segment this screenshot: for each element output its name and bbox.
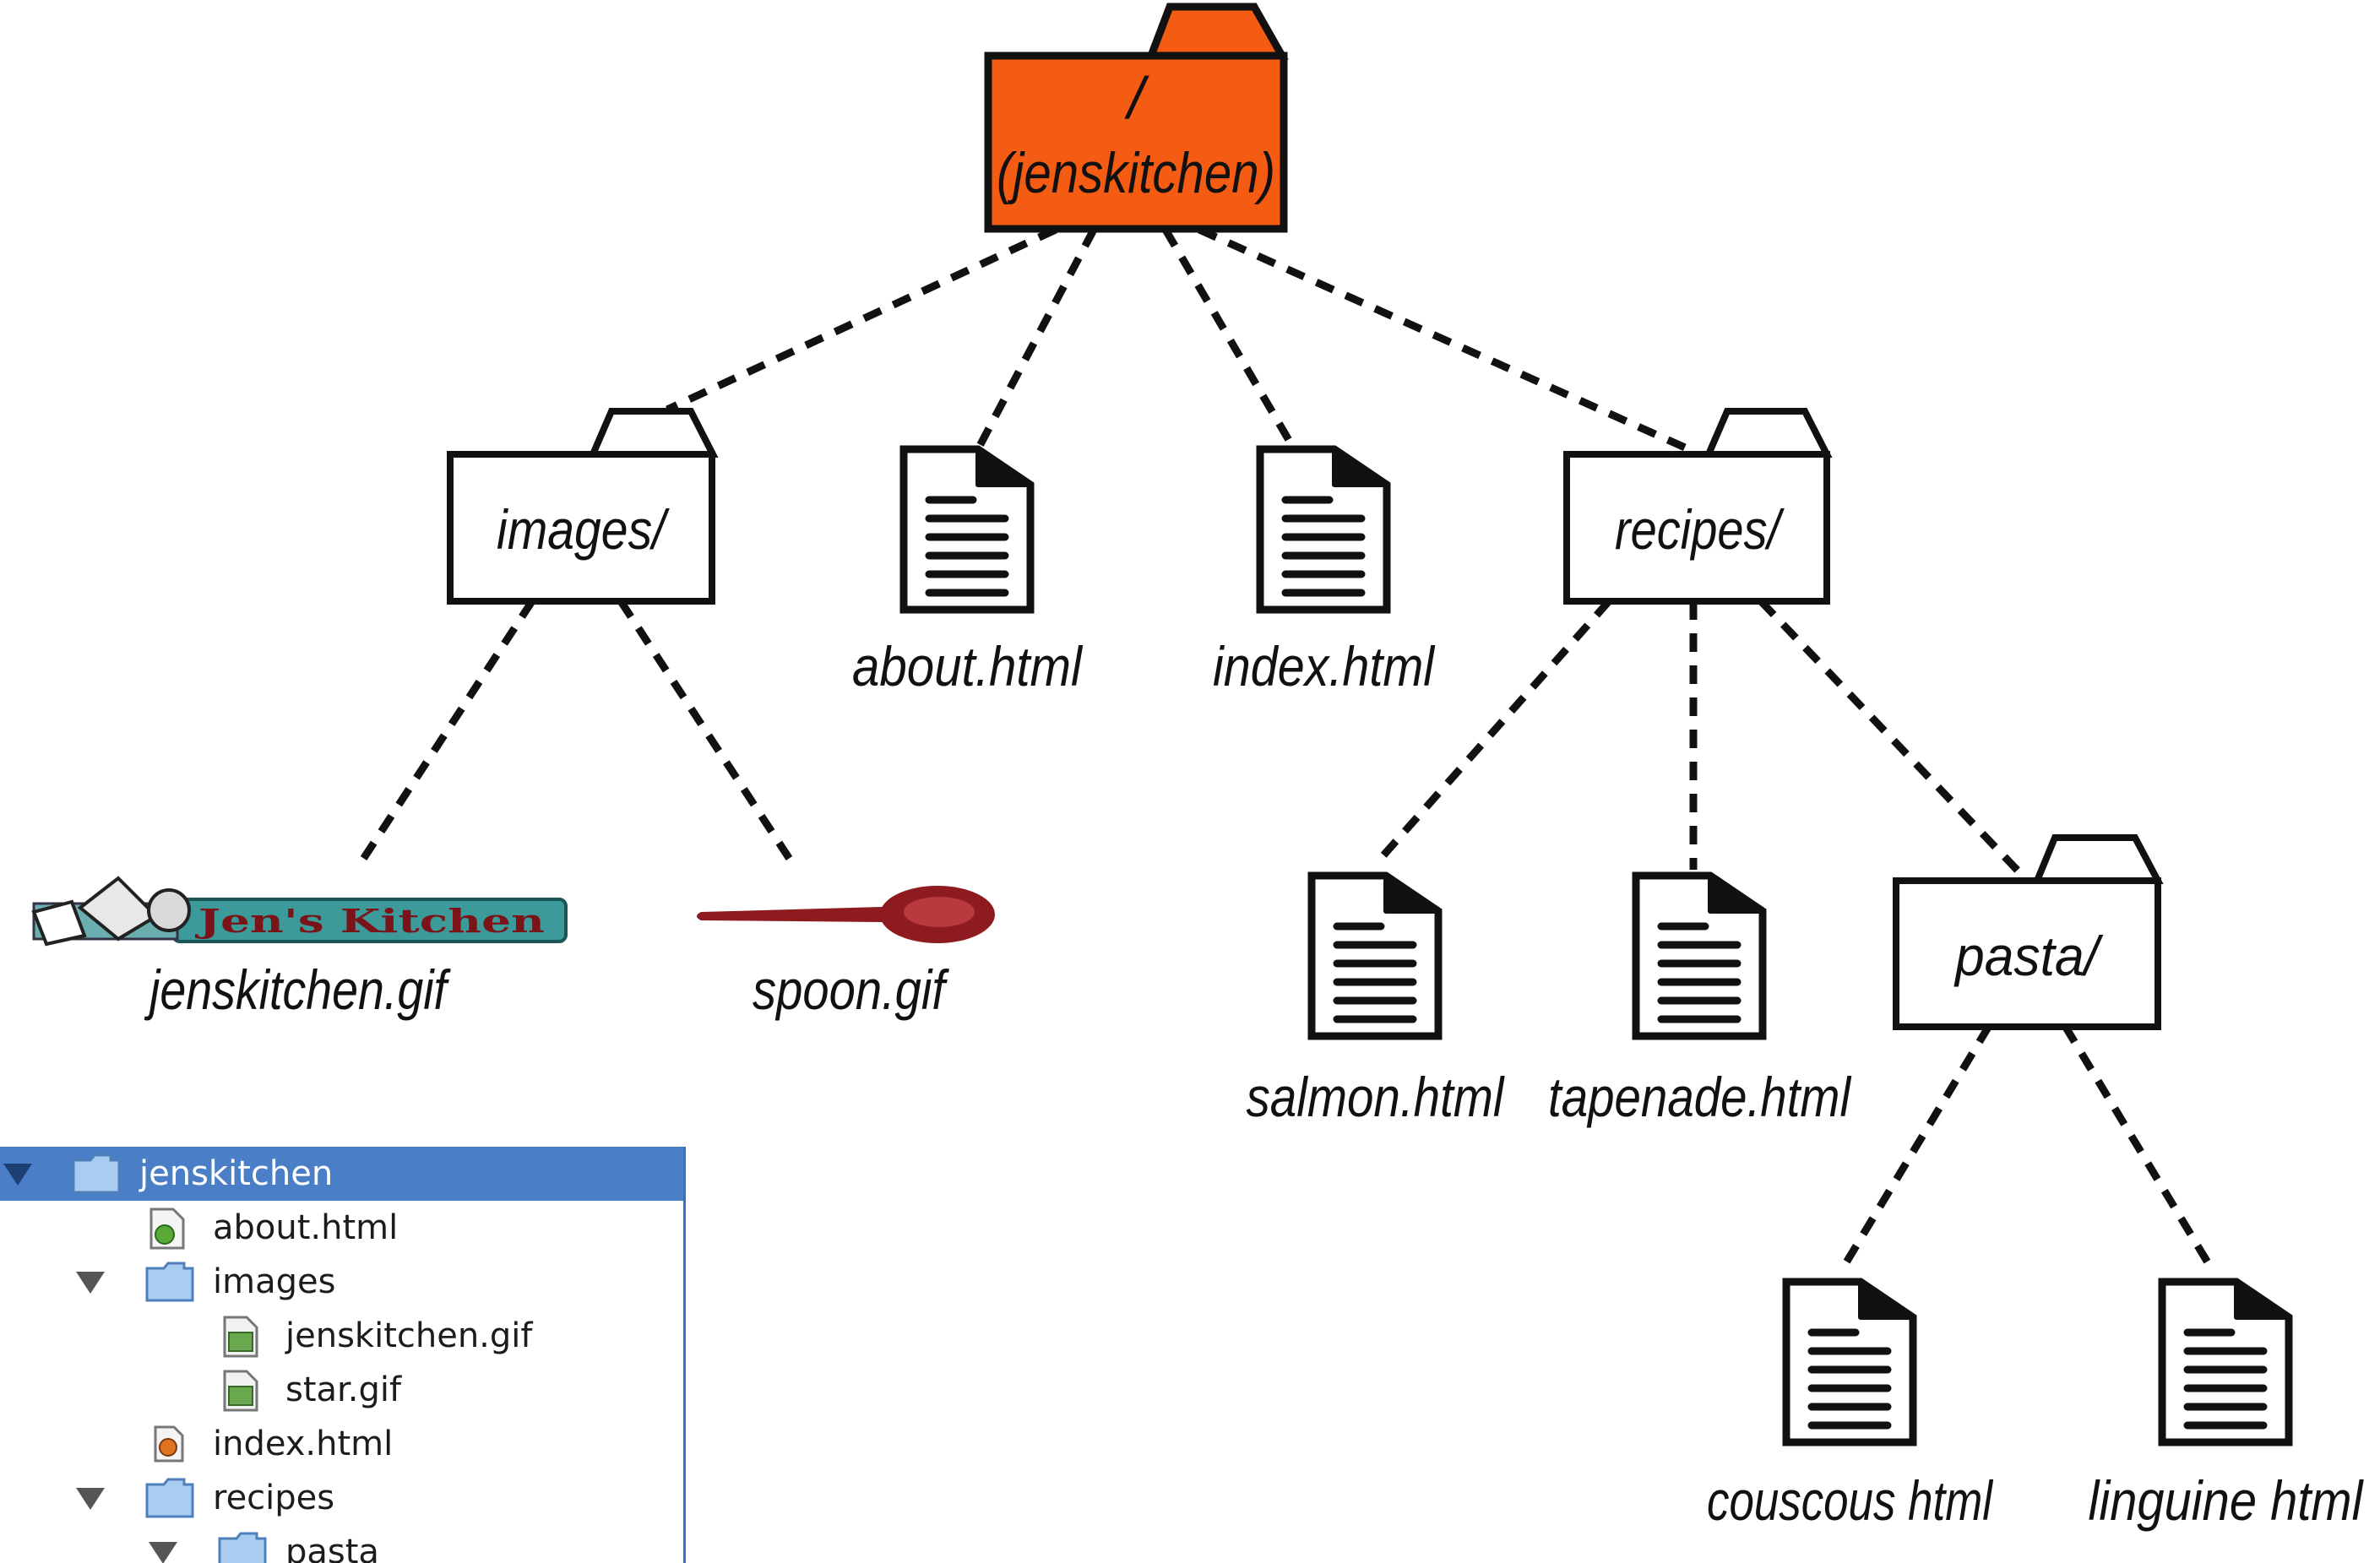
jenskitchen-gif-label: jenskitchen.gif xyxy=(144,958,451,1021)
tapenade-html-label: tapenade.html xyxy=(1548,1066,1852,1128)
folder-icon xyxy=(587,408,719,458)
folder-icon xyxy=(1145,3,1289,60)
jens-kitchen-logo-text: Jen's Kitchen xyxy=(195,902,545,940)
recipes-folder: recipes/ xyxy=(1563,408,1833,605)
connector-lines xyxy=(356,225,2216,1273)
disclosure-triangle-icon[interactable] xyxy=(76,1272,105,1294)
images-folder-label: images/ xyxy=(497,498,671,561)
spoon-gif-node: spoon.gif xyxy=(697,886,995,1021)
tree-row-index-html[interactable]: index.html xyxy=(0,1417,683,1471)
jens-kitchen-logo: Jen's Kitchen xyxy=(31,876,568,947)
images-folder: images/ xyxy=(447,408,719,605)
connector-root-index xyxy=(1162,227,1296,448)
connector-root-recipes xyxy=(1198,225,1687,452)
recipes-folder-label: recipes/ xyxy=(1615,498,1785,561)
tree-row-about-html[interactable]: about.html xyxy=(0,1201,683,1258)
tree-row-jenskitchen[interactable]: jenskitchen xyxy=(0,1147,683,1202)
jenskitchen-gif-node: Jen's Kitchen jenskitchen.gif xyxy=(31,876,568,1021)
connector-root-about xyxy=(976,227,1097,448)
about-html-node: about.html xyxy=(852,449,1084,697)
folder-icon xyxy=(1703,408,1833,458)
tapenade-html-node: tapenade.html xyxy=(1548,876,1852,1128)
folder-icon xyxy=(145,1262,194,1311)
tree-label: recipes xyxy=(213,1479,335,1517)
connector-pasta-couscous xyxy=(1838,1023,1992,1273)
root-folder: / (jenskitchen) xyxy=(984,3,1289,233)
folder-icon xyxy=(72,1153,121,1202)
couscous-html-label: couscous html xyxy=(1707,1469,1994,1532)
salmon-html-node: salmon.html xyxy=(1247,876,1506,1128)
salmon-html-label: salmon.html xyxy=(1247,1066,1506,1128)
document-icon xyxy=(1786,1282,1913,1442)
tree-label: star.gif xyxy=(285,1370,402,1409)
spoon-gif-label: spoon.gif xyxy=(753,958,950,1021)
folder-icon xyxy=(218,1532,267,1563)
tree-row-pasta[interactable]: pasta xyxy=(0,1525,683,1563)
file-tree-panel: jenskitchen about.html images jenskitche… xyxy=(0,1147,686,1563)
connector-recipes-salmon xyxy=(1373,599,1612,866)
linguine-html-label: linguine html xyxy=(2089,1469,2365,1532)
root-folder-name: (jenskitchen) xyxy=(997,141,1275,205)
tree-label: pasta xyxy=(285,1533,379,1563)
about-html-label: about.html xyxy=(852,635,1084,697)
connector-images-spoon xyxy=(617,599,797,868)
dice-icon xyxy=(31,899,87,947)
tree-row-jenskitchen-gif[interactable]: jenskitchen.gif xyxy=(0,1309,683,1366)
connector-root-images xyxy=(666,225,1057,414)
tree-row-star-gif[interactable]: star.gif xyxy=(0,1363,683,1420)
connector-images-jenskitchen xyxy=(356,599,535,868)
html-file-icon xyxy=(152,1425,186,1471)
folder-icon xyxy=(2032,834,2164,884)
document-icon xyxy=(1260,449,1387,610)
tree-label: jenskitchen.gif xyxy=(285,1316,533,1355)
tree-label: jenskitchen xyxy=(139,1154,334,1193)
html-file-icon xyxy=(148,1208,187,1258)
folder-icon xyxy=(145,1478,194,1527)
tree-label: index.html xyxy=(213,1425,394,1463)
linguine-html-node: linguine html xyxy=(2089,1282,2365,1532)
spoon-icon xyxy=(697,886,995,943)
disclosure-triangle-icon[interactable] xyxy=(3,1164,32,1186)
couscous-html-node: couscous html xyxy=(1707,1282,1994,1532)
document-icon xyxy=(1312,876,1438,1036)
gif-file-icon xyxy=(221,1316,260,1366)
document-icon xyxy=(2162,1282,2289,1442)
connector-recipes-pasta xyxy=(1758,598,2022,875)
document-icon xyxy=(1636,876,1763,1036)
disclosure-triangle-icon[interactable] xyxy=(149,1542,177,1563)
tree-row-recipes[interactable]: recipes xyxy=(0,1471,683,1527)
pasta-folder-label: pasta/ xyxy=(1953,925,2104,987)
tree-label: images xyxy=(213,1262,336,1301)
index-html-label: index.html xyxy=(1213,635,1436,697)
document-icon xyxy=(904,449,1030,610)
connector-pasta-linguine xyxy=(2062,1023,2216,1273)
pot-icon xyxy=(147,888,191,932)
index-html-node: index.html xyxy=(1213,449,1436,697)
tree-label: about.html xyxy=(213,1208,399,1247)
gif-file-icon xyxy=(221,1370,260,1420)
disclosure-triangle-icon[interactable] xyxy=(76,1488,105,1510)
tree-row-images[interactable]: images xyxy=(0,1255,683,1311)
pasta-folder: pasta/ xyxy=(1893,834,2164,1030)
